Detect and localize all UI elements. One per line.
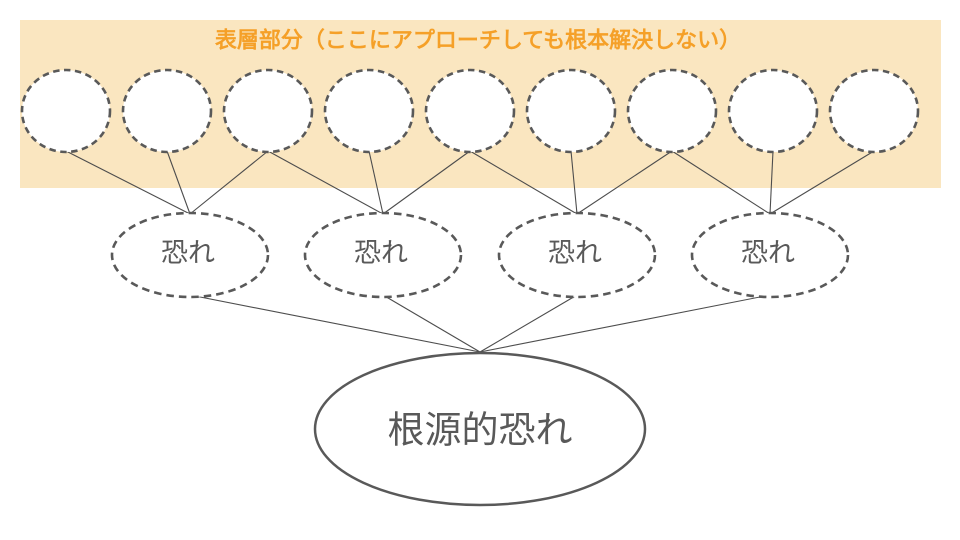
surface-circle	[222, 68, 314, 154]
connector-line	[576, 150, 673, 215]
surface-circle	[20, 68, 112, 154]
connector-line	[166, 150, 191, 215]
fear-node-label: 恐れ	[161, 238, 215, 268]
connector-line	[368, 150, 384, 215]
connector-line	[65, 150, 191, 215]
fear-node: 恐れ	[690, 211, 850, 299]
connector-line	[769, 150, 774, 215]
connector-line	[479, 294, 578, 353]
root-node-ellipse	[313, 351, 647, 507]
fear-node-label: 恐れ	[741, 238, 795, 268]
surface-circles	[20, 68, 920, 154]
surface-circle	[424, 68, 516, 154]
fear-node-ellipse	[303, 211, 463, 299]
connector-line	[189, 150, 269, 215]
fear-node-ellipse	[690, 211, 850, 299]
connector-line	[382, 294, 481, 353]
connector-line	[189, 294, 481, 353]
fear-node: 恐れ	[497, 211, 657, 299]
fear-node-label: 恐れ	[354, 238, 408, 268]
root-node-label: 根源的恐れ	[388, 410, 573, 451]
connector-line	[570, 150, 578, 215]
surface-circle	[727, 68, 819, 154]
fear-node-ellipse	[110, 211, 270, 299]
fear-node-label: 恐れ	[548, 238, 602, 268]
connector-line	[479, 294, 771, 353]
surface-layer-title: 表層部分（ここにアプローチしても根本解決しない）	[215, 28, 741, 53]
surface-circle	[121, 68, 213, 154]
fear-node: 恐れ	[303, 211, 463, 299]
surface-circle	[525, 68, 617, 154]
fear-nodes: 恐れ 恐れ 恐れ 恐れ	[110, 211, 850, 299]
fear-node: 恐れ	[110, 211, 270, 299]
connector-line	[382, 150, 471, 215]
fear-node-ellipse	[497, 211, 657, 299]
connector-line	[267, 150, 384, 215]
surface-circle	[828, 68, 920, 154]
root-node: 根源的恐れ	[313, 351, 647, 507]
connector-line	[469, 150, 578, 215]
surface-circle	[626, 68, 718, 154]
connector-lines	[65, 150, 875, 353]
connector-line	[671, 150, 771, 215]
connector-line	[769, 150, 875, 215]
surface-circle	[323, 68, 415, 154]
